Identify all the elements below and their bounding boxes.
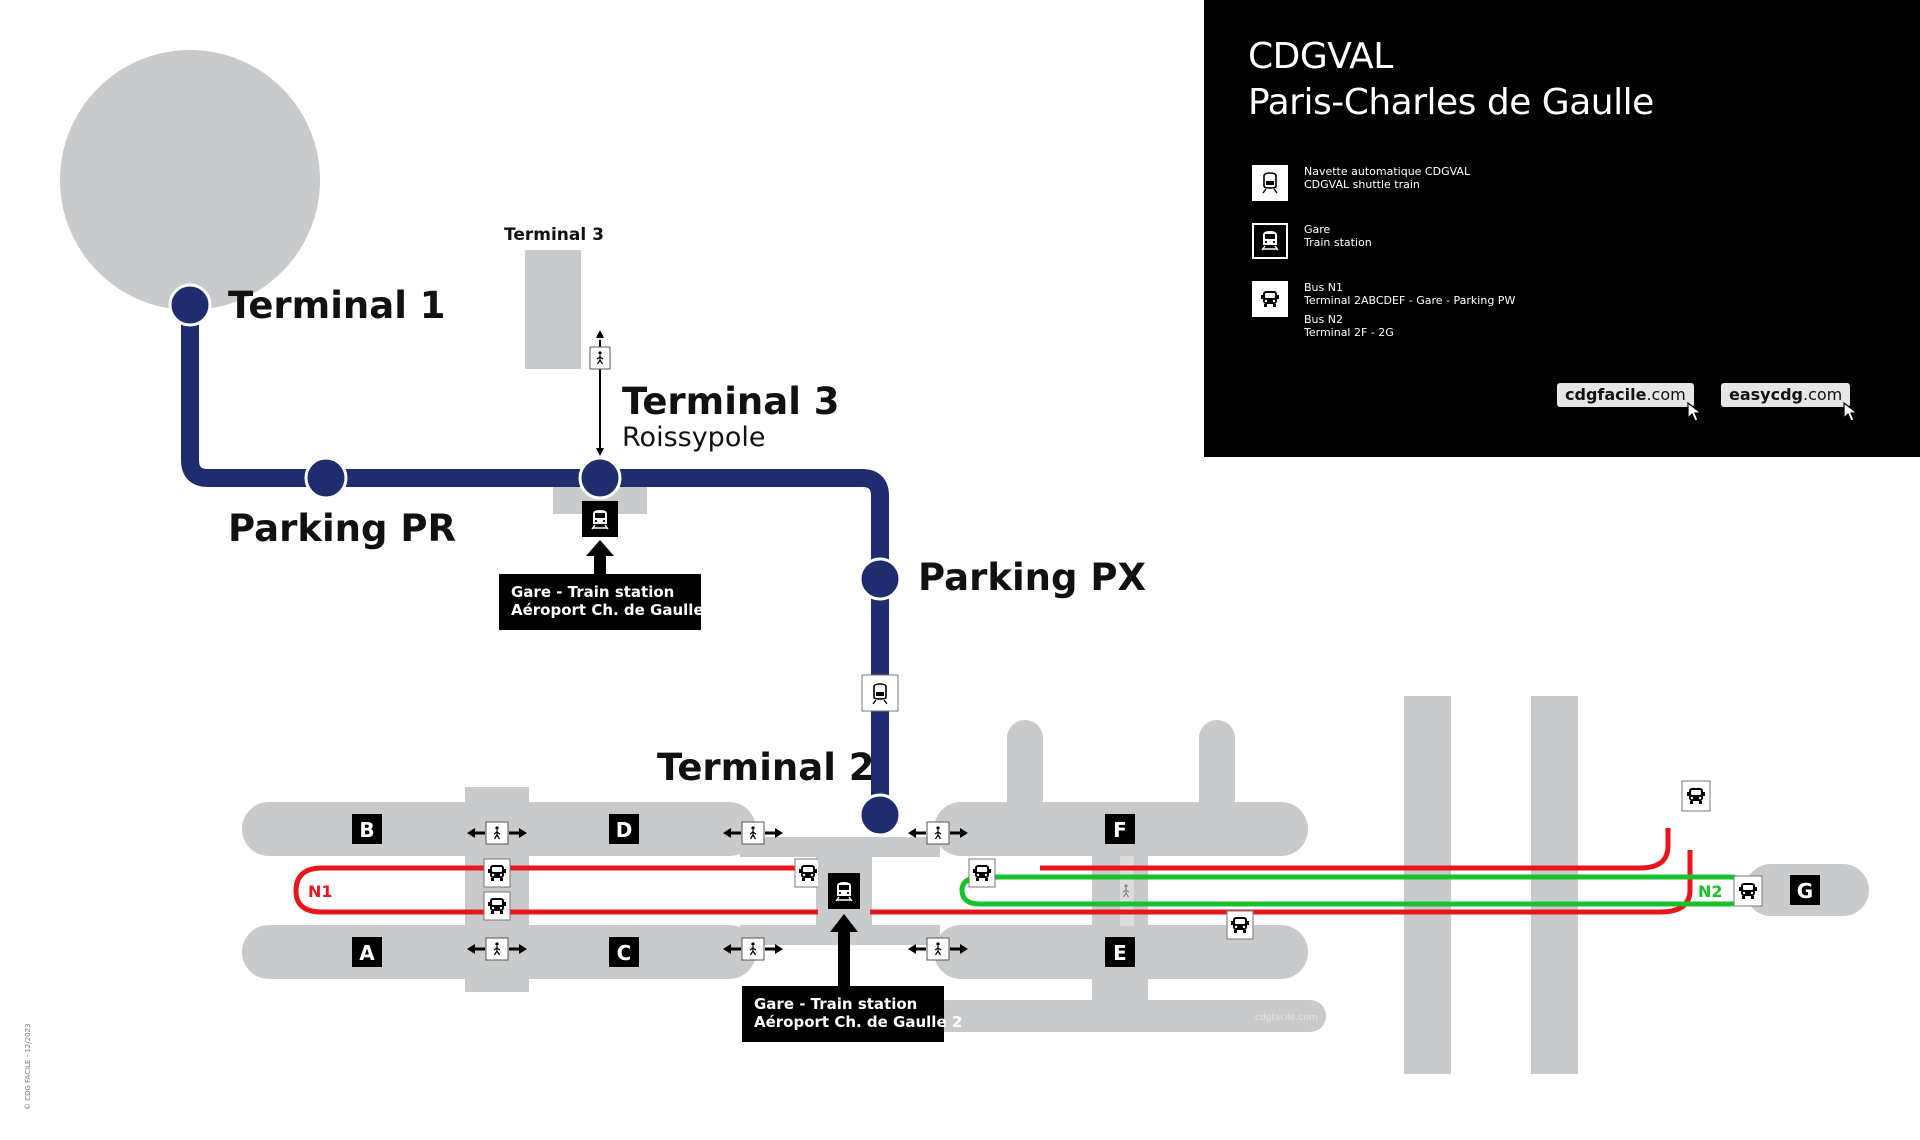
legend-bus-n2-route: Terminal 2F - 2G (1304, 326, 1394, 339)
hall-c[interactable]: C (609, 937, 639, 967)
bus-stop-icon-parking-pw[interactable] (1681, 780, 1711, 812)
map-title-line1: CDGVAL (1248, 36, 1393, 77)
gare2-label-line1: Gare - Train station (754, 995, 917, 1013)
gare2-label-box (742, 986, 944, 1042)
bus-stop-icon-terminal2g[interactable] (1733, 875, 1763, 907)
terminal3-building (525, 250, 581, 369)
watermark: cdgfacile.com (1255, 1013, 1318, 1023)
svg-text:A: A (359, 941, 375, 965)
station-terminal2[interactable] (858, 793, 902, 837)
gare2-label-line2: Aéroport Ch. de Gaulle 2 (754, 1013, 962, 1031)
gare1-label-line2: Aéroport Ch. de Gaulle 1 (511, 601, 719, 619)
svg-text:D: D (616, 818, 633, 842)
terminal3-building-label: Terminal 3 (504, 225, 604, 245)
train-station-icon-gare2 (828, 873, 860, 909)
cursor-icon (1687, 401, 1703, 422)
legend-panel: CDGVAL Paris-Charles de Gaulle Navette a… (1204, 0, 1920, 457)
legend-bus-n2: Bus N2 (1304, 313, 1343, 326)
station-parking-px[interactable] (858, 557, 902, 601)
station-terminal3[interactable] (578, 456, 622, 500)
legend-shuttle-en: CDGVAL shuttle train (1304, 178, 1420, 191)
station-label-parking-pr: Parking PR (228, 507, 456, 550)
shuttle-train-icon (1252, 165, 1288, 201)
hall-a[interactable]: A (352, 937, 382, 967)
station-sublabel-roissypole: Roissypole (622, 422, 765, 453)
cdgval-line (181, 300, 889, 815)
map-title-line2: Paris-Charles de Gaulle (1248, 82, 1654, 123)
station-parking-pr[interactable] (304, 456, 348, 500)
legend-bus-n1: Bus N1 (1304, 281, 1343, 294)
bus-line-n2-label: N2 (1698, 882, 1723, 901)
legend-bus-n1-route: Terminal 2ABCDEF - Gare - Parking PW (1304, 294, 1516, 307)
station-label-terminal1: Terminal 1 (228, 284, 446, 327)
bus-line-n1-label: N1 (308, 882, 333, 901)
bus-stop-icon[interactable] (968, 858, 996, 888)
legend-item-shuttle: Navette automatique CDGVAL CDGVAL shuttl… (1252, 165, 1470, 201)
station-label-terminal2: Terminal 2 (657, 746, 875, 789)
bus-stop-icon[interactable] (483, 891, 511, 921)
train-station-icon (1252, 223, 1288, 259)
hall-g[interactable]: G (1790, 875, 1820, 905)
gare2-arrow (830, 914, 858, 990)
link-easycdg[interactable]: easycdg.com (1721, 383, 1860, 422)
hall-e[interactable]: E (1105, 937, 1135, 967)
legend-item-train-station: Gare Train station (1252, 223, 1372, 259)
gare1-arrow (586, 540, 614, 576)
svg-text:F: F (1113, 818, 1127, 842)
bus-stop-icon[interactable] (794, 858, 822, 888)
bus-line-n2 (959, 874, 1748, 907)
legend-item-bus: Bus N1 Terminal 2ABCDEF - Gare - Parking… (1252, 281, 1515, 339)
legend-gare-fr: Gare (1304, 223, 1331, 236)
legend-shuttle-fr: Navette automatique CDGVAL (1304, 165, 1471, 178)
hall-d[interactable]: D (609, 814, 639, 844)
terminal1-building (60, 50, 320, 310)
gare1-label-line1: Gare - Train station (511, 583, 674, 601)
station-label-terminal3: Terminal 3 (622, 380, 840, 423)
bus-stop-icon[interactable] (483, 858, 511, 888)
station-terminal1[interactable] (168, 283, 212, 327)
gare1-label-box (499, 574, 701, 630)
hall-b[interactable]: B (352, 814, 382, 844)
bus-icon (1252, 281, 1288, 317)
svg-text:E: E (1113, 941, 1127, 965)
svg-text:G: G (1797, 879, 1813, 903)
svg-text:B: B (359, 818, 374, 842)
walk-icon-t3 (589, 346, 611, 370)
svg-text:C: C (617, 941, 632, 965)
cursor-icon (1843, 401, 1860, 422)
shuttle-icon-line (861, 674, 899, 712)
bus-stop-icon[interactable] (1226, 910, 1254, 940)
hall-f[interactable]: F (1105, 814, 1135, 844)
map-title: CDGVAL Paris-Charles de Gaulle (1248, 34, 1654, 126)
copyright: © CDG FACILE - 12/2023 (24, 1023, 32, 1110)
legend-gare-en: Train station (1304, 236, 1372, 249)
station-label-parking-px: Parking PX (918, 556, 1146, 599)
link-cdgfacile[interactable]: cdgfacile.com (1557, 383, 1703, 422)
walkway-icons (467, 821, 1130, 961)
train-station-icon-gare1 (582, 501, 618, 537)
